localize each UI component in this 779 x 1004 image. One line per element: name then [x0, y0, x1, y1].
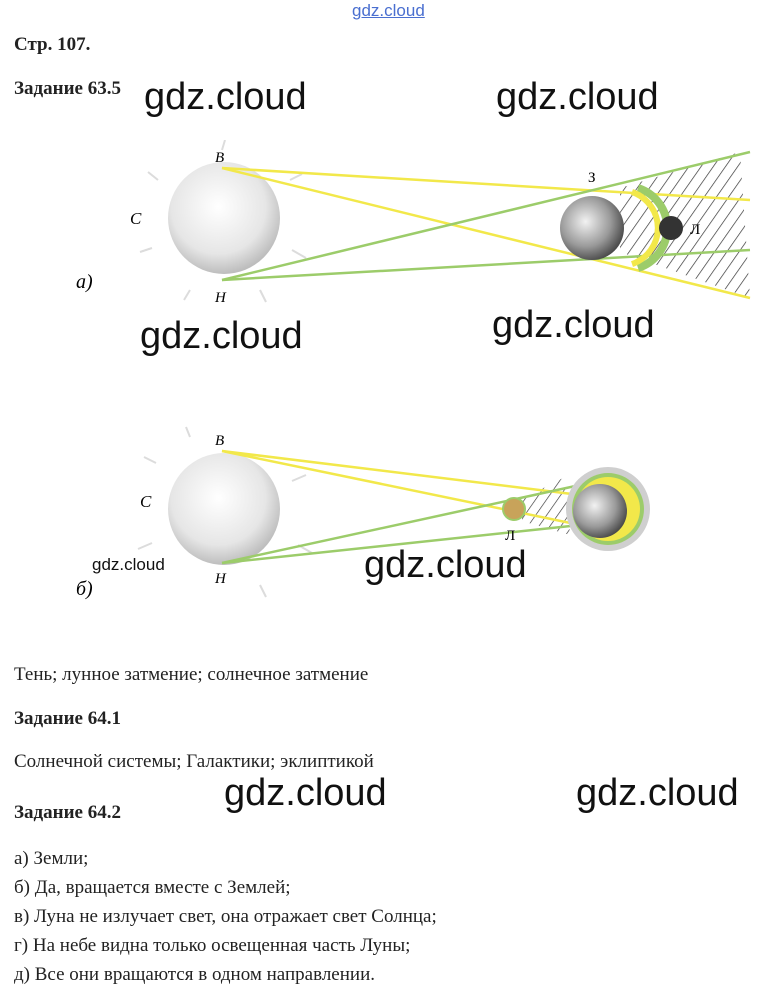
earth-circle — [560, 196, 624, 260]
panel-label: а) — [76, 271, 93, 293]
sun-circle — [168, 162, 280, 274]
task-63-5-title: Задание 63.5 — [14, 78, 121, 99]
watermark: gdz.cloud — [224, 772, 387, 814]
top-point-label-b: В — [215, 433, 224, 449]
watermark: gdz.cloud — [144, 76, 307, 118]
moon-circle — [659, 216, 683, 240]
watermark-small: gdz.cloud — [92, 555, 165, 574]
answer-line-a: а) Земли; — [14, 848, 89, 869]
answer-line-d: г) На небе видна только освещенная часть… — [14, 935, 411, 956]
sun-glow-rays-b — [137, 426, 313, 598]
task-63-5-answer: Тень; лунное затмение; солнечное затмени… — [14, 664, 369, 685]
bottom-point-label: Н — [214, 290, 227, 306]
light-rays-b — [221, 449, 581, 565]
task-64-1-answer: Солнечной системы; Галактики; эклиптикой — [14, 751, 374, 772]
earth-circle-b — [573, 484, 627, 538]
header-site-link[interactable]: gdz.cloud — [352, 1, 425, 20]
moon-circle-b — [502, 497, 526, 521]
watermark: gdz.cloud — [364, 544, 527, 586]
page-number: Стр. 107. — [14, 34, 91, 55]
watermark: gdz.cloud — [140, 315, 303, 357]
answer-line-b: б) Да, вращается вместе с Землей; — [14, 877, 291, 898]
task-64-1-title: Задание 64.1 — [14, 708, 121, 729]
watermark: gdz.cloud — [576, 772, 739, 814]
shadow-cone — [620, 152, 750, 298]
sun-label: С — [130, 209, 142, 228]
panel-label-b: б) — [76, 578, 93, 600]
task-64-2-title: Задание 64.2 — [14, 802, 121, 823]
answer-line-c: в) Луна не излучает свет, она отражает с… — [14, 906, 437, 927]
sun-glow-rays — [139, 140, 307, 303]
diagram-a-lunar-eclipse: С В Н а) З Л — [76, 140, 751, 306]
sun-circle-b — [168, 453, 280, 565]
watermark: gdz.cloud — [496, 76, 659, 118]
moon-label: Л — [690, 222, 700, 238]
diagram-b-solar-eclipse: С В Н б) Л — [76, 426, 650, 600]
watermark: gdz.cloud — [492, 304, 655, 346]
top-point-label: В — [215, 150, 224, 166]
moon-label-b: Л — [505, 528, 515, 544]
bottom-point-label-b: Н — [214, 571, 227, 587]
earth-label: З — [588, 170, 596, 186]
sun-label-b: С — [140, 492, 152, 511]
answer-line-e: д) Все они вращаются в одном направлении… — [14, 964, 375, 985]
